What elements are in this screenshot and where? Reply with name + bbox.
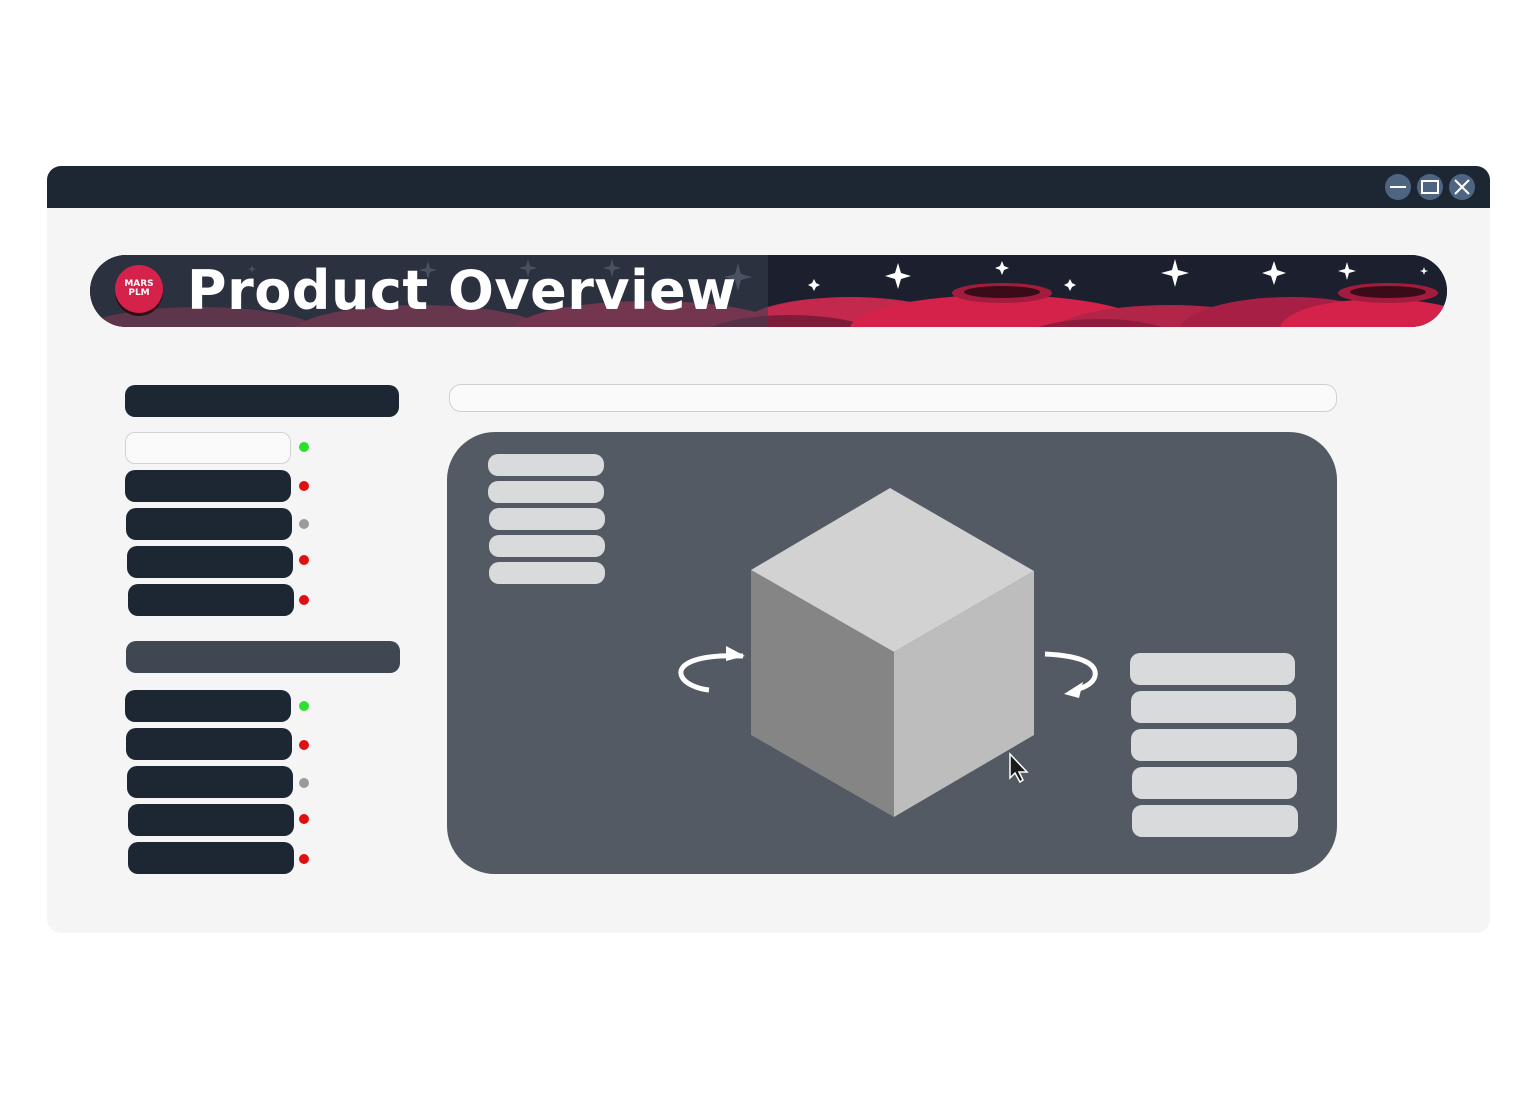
rotate-right-icon[interactable]: [447, 432, 1337, 874]
sidebar-item[interactable]: [126, 728, 292, 760]
status-dot-gray: [299, 519, 309, 529]
viewer-list-item[interactable]: [488, 481, 604, 503]
mouse-cursor-icon: [1009, 752, 1029, 784]
status-dot-gray: [299, 778, 309, 788]
viewer-property-item[interactable]: [1132, 767, 1297, 799]
search-input[interactable]: [449, 384, 1337, 412]
viewer-property-item[interactable]: [1131, 729, 1297, 761]
status-dot-red: [299, 555, 309, 565]
status-dot-red: [299, 481, 309, 491]
minimize-icon[interactable]: [1385, 174, 1411, 200]
viewer-property-item[interactable]: [1132, 805, 1298, 837]
product-overview-banner: MARS PLM Product Overview: [90, 255, 1447, 327]
status-dot-green: [299, 442, 309, 452]
maximize-icon[interactable]: [1417, 174, 1443, 200]
viewer-list-item[interactable]: [489, 562, 605, 584]
status-dot-red: [299, 740, 309, 750]
cube-model[interactable]: [447, 432, 1337, 874]
viewer-property-item[interactable]: [1131, 691, 1296, 723]
status-dot-red: [299, 595, 309, 605]
3d-viewer-panel[interactable]: [447, 432, 1337, 874]
viewer-list-item[interactable]: [488, 454, 604, 476]
viewer-list-item[interactable]: [489, 535, 605, 557]
mars-plm-logo: MARS PLM: [115, 265, 163, 313]
viewer-list-item[interactable]: [489, 508, 605, 530]
viewer-property-item[interactable]: [1130, 653, 1295, 685]
app-window: MARS PLM Product Overview: [47, 166, 1490, 933]
close-icon[interactable]: [1449, 174, 1475, 200]
banner-title-backdrop: [90, 255, 768, 327]
sidebar-item-selected[interactable]: [125, 432, 291, 464]
logo-line-2: PLM: [128, 288, 150, 298]
sidebar-item[interactable]: [128, 804, 294, 836]
sidebar-item[interactable]: [126, 508, 292, 540]
sidebar-group-header-2[interactable]: [126, 641, 400, 673]
sidebar-item[interactable]: [128, 584, 294, 616]
sidebar-item[interactable]: [127, 546, 293, 578]
window-titlebar: [47, 166, 1490, 208]
rotate-left-icon[interactable]: [447, 432, 1337, 874]
sidebar-group-header-1[interactable]: [125, 385, 399, 417]
logo-line-1: MARS: [124, 279, 154, 289]
sidebar-item[interactable]: [125, 690, 291, 722]
sidebar-item[interactable]: [127, 766, 293, 798]
status-dot-red: [299, 814, 309, 824]
status-dot-green: [299, 701, 309, 711]
sidebar-item[interactable]: [125, 470, 291, 502]
page-title: Product Overview: [187, 259, 737, 322]
status-dot-red: [299, 854, 309, 864]
sidebar-item[interactable]: [128, 842, 294, 874]
